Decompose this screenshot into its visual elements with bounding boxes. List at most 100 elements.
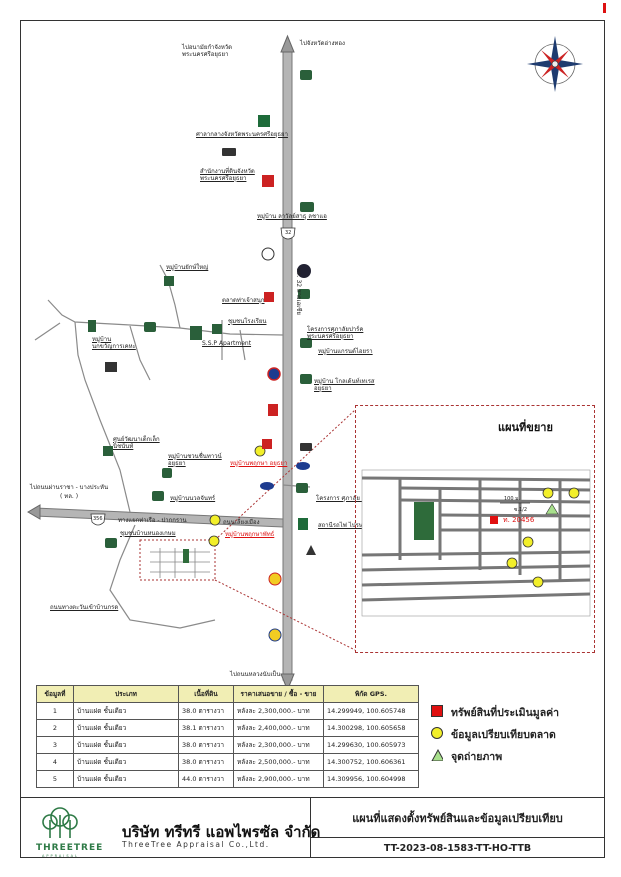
inset-scale: 100 ม. [504, 496, 521, 502]
landmark-label-7: S.S.P Apartment [202, 340, 252, 347]
mcdonalds-icon [262, 439, 272, 449]
inset-comparable-3b [532, 576, 544, 588]
table-row: 1 บ้านแฝด ชั้นเดียว 38.0 ตารางวา หลังละ … [36, 702, 419, 720]
inset-comparable-3 [542, 487, 554, 499]
inset-subject-building [414, 502, 434, 540]
landmark-label-19: ถนนเลี่ยงเมือง [223, 519, 260, 526]
inset-subject-label: ท. 20456 [503, 516, 535, 524]
subject-property-marker [490, 516, 498, 524]
comparable-2-marker [208, 535, 220, 547]
landmark-label-17: ชุมชนบ้านหนองเกษม [120, 530, 176, 537]
bottom-left-label: ถนนทางตะวันเข้าบ้านกรด [50, 604, 119, 611]
landmark-label-10: หมู่บ้าน โกลเด้นท์เทเรส อยุธยา [314, 378, 375, 392]
village-icon-10 [105, 538, 117, 548]
landmark-label-21: ทางแยกท่าเรือ - ปากกราน [118, 517, 187, 524]
route-shield-32 [280, 227, 296, 240]
village-icon-4 [144, 322, 156, 332]
toyota-icon [261, 247, 275, 261]
route-shield-356 [90, 513, 106, 526]
school-icon [212, 324, 222, 334]
south-arrow-road [280, 673, 295, 692]
tree-logo-icon [42, 807, 78, 838]
company-name-en: ThreeTree Appraisal Co.,Ltd. [122, 840, 270, 849]
company-name-th: บริษัท ทรีทรี แอพไพรซัล จำกัด [122, 823, 321, 841]
hyundai-icon [296, 462, 310, 470]
north-arrow-road [280, 34, 295, 53]
document-title: แผนที่แสดงตั้งทรัพย์สินและข้อมูลเปรียบเท… [352, 812, 563, 825]
secondary-road-7 [109, 524, 216, 629]
map-icons [88, 70, 316, 642]
village-icon-6 [300, 374, 312, 384]
inset-comparable-4 [568, 487, 580, 499]
footer-title-divider [310, 837, 605, 838]
table-row: 4 บ้านแฝด ชั้นเดียว 38.0 ตารางวา หลังละ … [36, 753, 419, 771]
landmark-label-15: โครงการ ศุภาลัย อยุธยา [316, 495, 380, 502]
landmark-label-6: หมู่บ้าน นกขวัญการเคหะ [92, 336, 136, 350]
top-right-label: ไปจังหวัดอ่างทอง [300, 40, 345, 47]
landmark-label-12: หมู่บ้านชวนชื่นทาวน์ อยุธยา [168, 453, 222, 467]
table-row: 2 บ้านแฝด ชั้นเดียว 38.1 ตารางวา หลังละ … [36, 719, 419, 737]
route-356-number: 356 [93, 516, 103, 522]
village-icon-8 [162, 468, 172, 478]
school-icon-2 [103, 446, 113, 456]
seven-eleven-icon [88, 320, 96, 332]
secondary-road-4 [129, 325, 151, 381]
inset-roads [361, 476, 591, 602]
subject-area-box [139, 539, 216, 581]
logo-subtext: APPRAISAL [42, 854, 79, 858]
village-icon-1 [300, 202, 314, 212]
landmark-label-8: โครงการศุภาลัยปาร์ค พระนครศรีอยุธยา [307, 326, 364, 340]
page-frame [20, 20, 605, 858]
landmark-label-16: หมู่บ้านพฤกษาพัทธ์ [225, 531, 275, 538]
landmark-label-5: ชุมชนโรงเรียน [228, 318, 267, 325]
landmark-label-2: หมู่บ้าน ลาวัลย์สาธุ ลชาแอ [257, 213, 327, 220]
inset-title: แผนที่ขยาย [498, 421, 553, 434]
secondary-road-6 [239, 329, 246, 361]
village-icon-9 [152, 491, 164, 501]
top-left-label: ไปอนามัยกำจังหวัด พระนครศรีอยุธยา [182, 44, 233, 58]
inset-photo-point [545, 503, 559, 515]
suzuki-icon [268, 404, 278, 416]
village-icon-7 [296, 483, 308, 493]
market-icon [264, 292, 274, 302]
fuel-icon [268, 628, 282, 642]
building-icon [105, 362, 117, 372]
village-icon-2 [298, 289, 310, 299]
secondary-road-1 [47, 299, 284, 336]
logo-text: THREETREE [36, 843, 104, 853]
bottom-label: ไปถนนหลวงนับเป็น [230, 671, 281, 678]
comparable-1-marker [209, 514, 221, 526]
bus-icon [222, 148, 236, 156]
land-office-icon [262, 175, 274, 187]
west-arrow-road [27, 504, 41, 520]
document-code: TT-2023-08-1583-TT-HO-TTB [383, 843, 532, 854]
ford-icon [260, 482, 274, 490]
bus-stop-icon [300, 443, 312, 451]
gov-office-icon [258, 115, 270, 127]
landmark-label-14: หมู่บ้านนวลจันทร์ [170, 495, 216, 502]
footer-divider [20, 797, 605, 798]
yellow-circle-icon [431, 727, 443, 739]
route-32-number: 32 [285, 230, 292, 236]
secondary-road-9 [34, 322, 61, 341]
village-icon-top [300, 70, 312, 80]
left-label-sub: ( ทล. ) [60, 493, 79, 500]
ptt-station-icon [267, 367, 281, 381]
inset-scale-sub: ซ.1/2 [514, 507, 528, 513]
village-icon-3 [164, 276, 174, 286]
landmark-label-3: หมู่บ้านยักษ์ใหญ่ [166, 264, 209, 271]
inset-comparable-1 [506, 557, 518, 569]
table-header: พิกัด GPS. [323, 685, 419, 703]
landmark-label-13: หมู่บ้านพฤกษา อยุธยา [230, 460, 288, 467]
table-row: 5 บ้านแฝด ชั้นเดียว 44.0 ตารางวา หลังละ … [36, 770, 419, 788]
left-label: ไปถนนผ่านราชา - บางประหัน [30, 484, 109, 491]
comparables-table: ข้อมูลที่ ประเภท เนื้อที่ดิน ราคาเสนอขาย… [36, 685, 419, 788]
landmark-label-1: สำนักงานที่ดินจังหวัด พระนครศรีอยุธยา [200, 168, 255, 182]
footer-vertical-divider [310, 797, 311, 858]
shell-icon [268, 572, 282, 586]
village-icon-5 [300, 338, 312, 348]
inset-comparable-2 [522, 536, 534, 548]
secondary-road-3 [74, 321, 131, 513]
